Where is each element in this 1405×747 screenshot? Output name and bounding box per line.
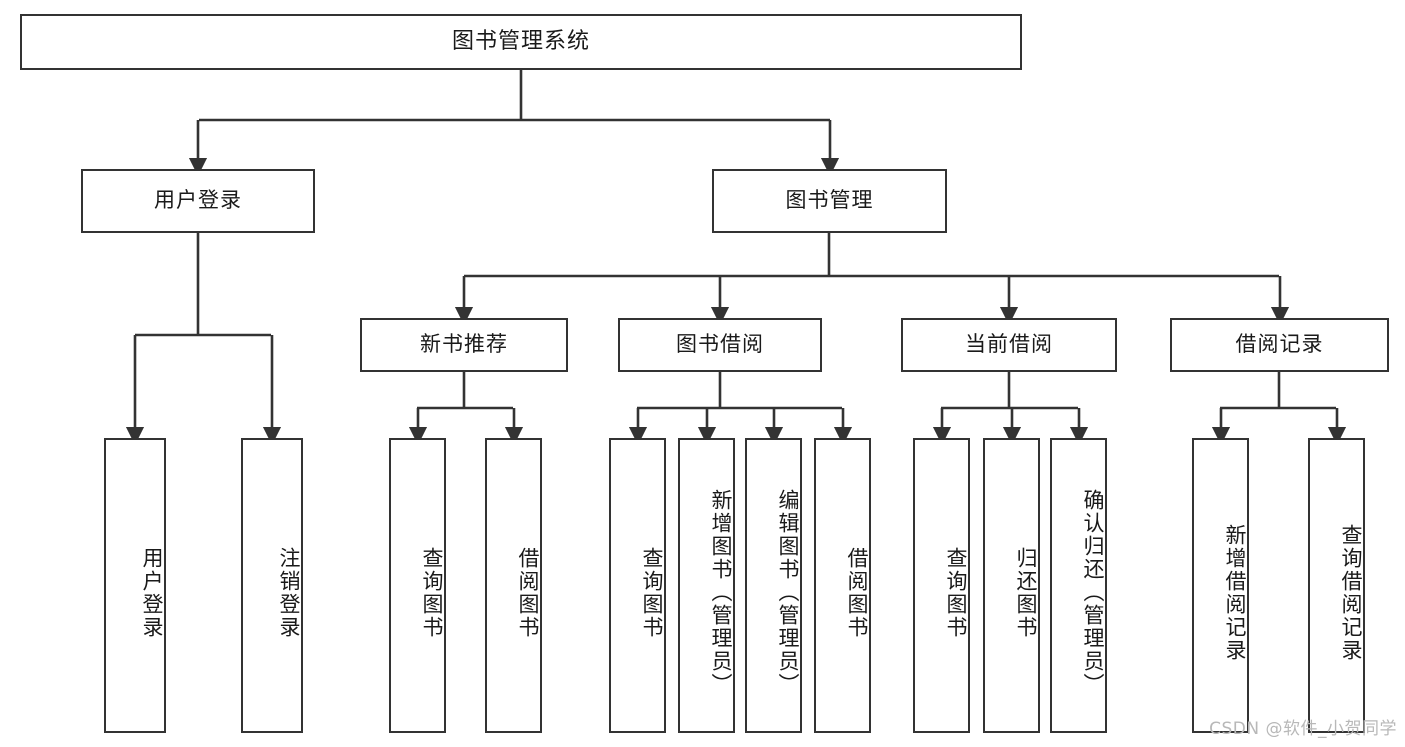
leaf-node-leaf-confirm-return[interactable]: 确认归还（管理员） — [1050, 438, 1107, 733]
csdn-watermark: CSDN @软件_小贺同学 — [1209, 719, 1397, 739]
leaf-node-leaf-add-book[interactable]: 新增图书（管理员） — [678, 438, 735, 733]
node-label: 注销登录 — [277, 546, 301, 639]
node-label: 图书管理系统 — [451, 28, 590, 54]
level1-node-book-manage[interactable]: 图书管理 — [712, 169, 947, 233]
leaf-node-leaf-user-login[interactable]: 用户登录 — [104, 438, 166, 733]
node-label: 新增图书（管理员） — [709, 489, 733, 696]
node-label: 借阅记录 — [1235, 332, 1324, 357]
level1-node-user-login[interactable]: 用户登录 — [81, 169, 315, 233]
leaf-node-leaf-query-book-1[interactable]: 查询图书 — [389, 438, 446, 733]
leaf-node-leaf-add-record[interactable]: 新增借阅记录 — [1192, 438, 1249, 733]
root-node-root[interactable]: 图书管理系统 — [20, 14, 1022, 70]
node-label: 查询借阅记录 — [1339, 523, 1363, 662]
node-label: 归还图书 — [1014, 546, 1038, 639]
node-label: 借阅图书 — [845, 546, 869, 639]
node-label: 借阅图书 — [516, 546, 540, 639]
node-label: 查询图书 — [420, 546, 444, 639]
node-label: 新书推荐 — [420, 332, 508, 357]
level2-node-borrow-record[interactable]: 借阅记录 — [1170, 318, 1389, 372]
node-label: 新增借阅记录 — [1223, 523, 1247, 662]
leaf-node-leaf-query-book-2[interactable]: 查询图书 — [609, 438, 666, 733]
node-label: 查询图书 — [640, 546, 664, 639]
leaf-node-leaf-query-book-3[interactable]: 查询图书 — [913, 438, 970, 733]
node-label: 图书借阅 — [676, 332, 764, 357]
node-label: 当前借阅 — [965, 332, 1053, 357]
leaf-node-leaf-edit-book[interactable]: 编辑图书（管理员） — [745, 438, 802, 733]
leaf-node-leaf-borrow-book-2[interactable]: 借阅图书 — [814, 438, 871, 733]
level2-node-current-borrow[interactable]: 当前借阅 — [901, 318, 1117, 372]
level2-node-book-borrow[interactable]: 图书借阅 — [618, 318, 822, 372]
level2-node-new-book-rec[interactable]: 新书推荐 — [360, 318, 568, 372]
leaf-node-leaf-logout[interactable]: 注销登录 — [241, 438, 303, 733]
leaf-node-leaf-query-record[interactable]: 查询借阅记录 — [1308, 438, 1365, 733]
node-label: 用户登录 — [140, 546, 164, 639]
node-label: 图书管理 — [785, 188, 874, 213]
node-label: 编辑图书（管理员） — [776, 489, 800, 696]
leaf-node-leaf-return-book[interactable]: 归还图书 — [983, 438, 1040, 733]
node-label: 用户登录 — [154, 188, 242, 213]
leaf-node-leaf-borrow-book-1[interactable]: 借阅图书 — [485, 438, 542, 733]
node-label: 确认归还（管理员） — [1081, 489, 1105, 696]
node-label: 查询图书 — [944, 546, 968, 639]
